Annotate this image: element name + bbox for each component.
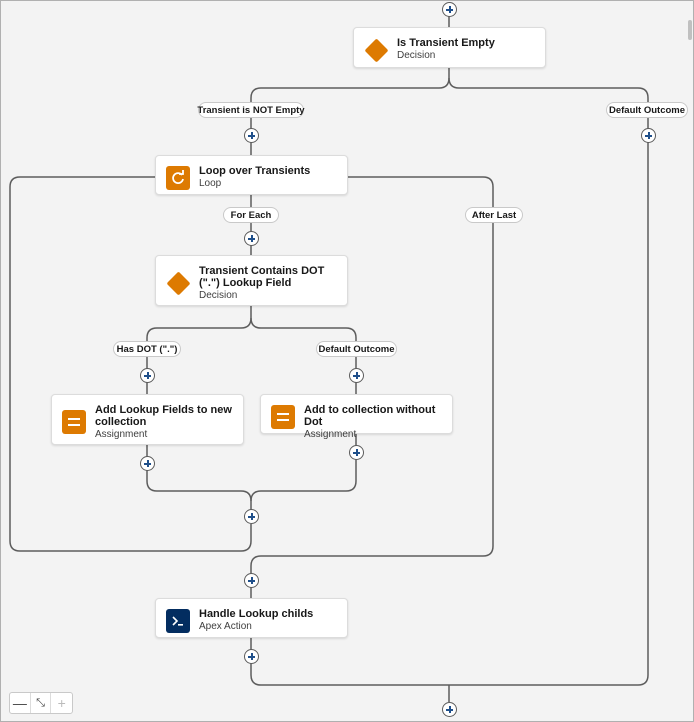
node-loop-over-transients[interactable]: Loop over Transients Loop <box>155 155 348 195</box>
add-element-icon[interactable] <box>349 445 364 460</box>
node-title: Transient Contains DOT (".") Lookup Fiel… <box>199 265 325 289</box>
node-type: Decision <box>397 50 436 61</box>
decision-diamond-icon <box>165 270 191 296</box>
assignment-equals-icon <box>62 410 86 434</box>
assignment-equals-icon <box>271 405 295 429</box>
node-title: Is Transient Empty <box>397 37 495 49</box>
node-title: Handle Lookup childs <box>199 608 314 620</box>
loop-refresh-icon <box>166 166 190 190</box>
add-element-icon[interactable] <box>244 573 259 588</box>
pill-default-outcome-top[interactable]: Default Outcome <box>606 102 688 118</box>
zoom-in-button[interactable]: + <box>57 695 66 711</box>
pill-transient-not-empty[interactable]: Transient is NOT Empty <box>197 102 305 118</box>
add-element-icon[interactable] <box>140 456 155 471</box>
node-handle-lookup-childs[interactable]: Handle Lookup childs Apex Action <box>155 598 348 638</box>
add-element-icon[interactable] <box>442 2 457 17</box>
node-type: Decision <box>199 290 238 301</box>
add-element-icon[interactable] <box>244 128 259 143</box>
pill-after-last[interactable]: After Last <box>465 207 523 223</box>
node-type: Loop <box>199 178 222 189</box>
pill-default-outcome-inner[interactable]: Default Outcome <box>316 341 397 357</box>
zoom-out-button[interactable]: — <box>10 693 31 713</box>
vertical-scrollbar[interactable] <box>688 20 692 40</box>
add-element-icon[interactable] <box>244 509 259 524</box>
decision-icon <box>165 270 191 296</box>
fit-view-button[interactable]: ⤡ <box>31 693 52 713</box>
node-add-lookup-fields[interactable]: Add Lookup Fields to new collection Assi… <box>51 394 244 445</box>
node-type: Apex Action <box>199 621 252 632</box>
add-element-icon[interactable] <box>442 702 457 717</box>
node-type: Assignment <box>304 429 357 440</box>
decision-icon <box>363 37 389 63</box>
pill-for-each[interactable]: For Each <box>223 207 279 223</box>
node-add-to-collection-without-dot[interactable]: Add to collection without Dot Assignment <box>260 394 453 440</box>
node-type: Assignment <box>95 429 148 440</box>
add-element-icon[interactable] <box>349 368 364 383</box>
apex-terminal-icon <box>166 609 190 633</box>
node-title: Add to collection without Dot <box>304 404 436 428</box>
zoom-controls: — ⤡ + <box>9 692 73 714</box>
decision-diamond-icon <box>363 37 389 63</box>
add-element-icon[interactable] <box>244 649 259 664</box>
node-transient-contains-dot[interactable]: Transient Contains DOT (".") Lookup Fiel… <box>155 255 348 306</box>
add-element-icon[interactable] <box>641 128 656 143</box>
node-title: Loop over Transients <box>199 165 311 177</box>
node-is-transient-empty[interactable]: Is Transient Empty Decision <box>353 27 546 68</box>
add-element-icon[interactable] <box>140 368 155 383</box>
node-title: Add Lookup Fields to new collection <box>95 404 232 428</box>
pill-has-dot[interactable]: Has DOT (".") <box>113 341 181 357</box>
add-element-icon[interactable] <box>244 231 259 246</box>
